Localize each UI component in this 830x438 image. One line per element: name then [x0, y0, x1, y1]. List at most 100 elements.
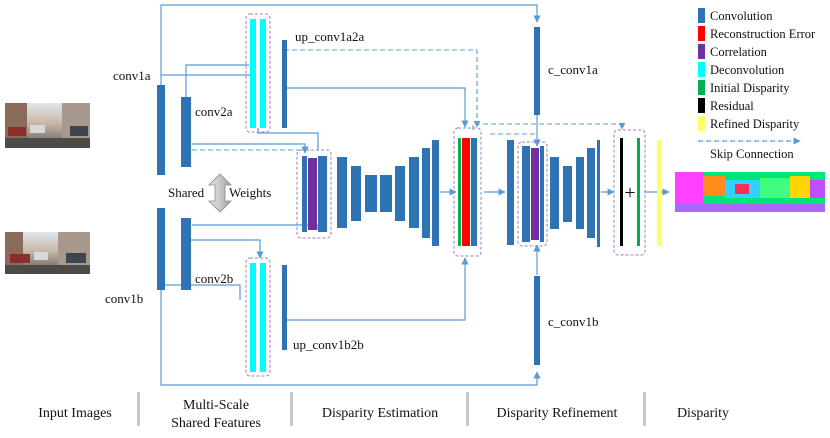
deconv-a-to-corr-line [257, 128, 319, 150]
c-conv1b-label: c_conv1b [548, 314, 599, 329]
legend-label: Correlation [710, 45, 768, 59]
stage-divider [137, 392, 140, 426]
connections [160, 4, 670, 386]
conv1a-to-deconv-a-line [161, 74, 254, 86]
legend-swatch-correlation [698, 44, 705, 59]
legend-swatch-refined-disparity [698, 116, 705, 131]
conv1b-to-cconv1b-line [160, 290, 541, 386]
legend-skip-connection-label: Skip Connection [710, 147, 794, 161]
stage-disparity-refinement: Disparity Refinement [497, 406, 618, 421]
conv2b-block [181, 218, 191, 290]
corr-block [308, 158, 317, 230]
stage-divider [466, 392, 469, 426]
refine-layer [597, 140, 600, 247]
legend-label: Refined Disparity [710, 117, 800, 131]
shared-weights-arrow [208, 173, 232, 213]
encdec-layer [380, 175, 392, 212]
stage-divider [290, 392, 293, 426]
deconv-a-bar-2 [260, 19, 266, 128]
conv2b-to-corr-b-line [192, 224, 319, 230]
output-disparity-map [675, 172, 825, 212]
up-conv1a2a-block [282, 40, 287, 128]
encdec-layer [432, 140, 439, 246]
refine-layer [576, 157, 584, 229]
encdec-layer [409, 157, 419, 228]
legend-label: Reconstruction Error [710, 27, 816, 41]
legend: Convolution Reconstruction Error Correla… [698, 8, 816, 161]
sum-box [613, 129, 646, 256]
legend-swatch-reconstruction [698, 26, 705, 41]
refine-encoder-decoder [550, 140, 600, 247]
legend-label: Deconvolution [710, 63, 785, 77]
legend-swatch-convolution [698, 8, 705, 23]
encoder-decoder [337, 140, 439, 246]
legend-swatch-residual [698, 98, 705, 113]
conv2a-block [181, 97, 191, 167]
conv1a-block [157, 85, 165, 175]
upconv-a-to-recon-line [284, 87, 469, 128]
conv1b-block [157, 208, 165, 290]
initial-disparity-bar [458, 138, 461, 246]
recon-conv-block [471, 138, 477, 246]
conv2a-label: conv2a [195, 104, 233, 119]
refine-input-conv [507, 140, 514, 245]
legend-label: Initial Disparity [710, 81, 790, 95]
deconv-b-bar-1 [250, 263, 256, 372]
deconv-a-bar-1 [250, 19, 256, 128]
shared-label: Shared [168, 185, 205, 200]
refined-disparity-bar [657, 140, 661, 246]
encdec-layer [337, 157, 347, 228]
refine-corr-conv-right [540, 146, 544, 242]
encdec-layer [351, 166, 361, 221]
up-conv1b2b-label: up_conv1b2b [293, 337, 364, 352]
conv2b-to-deconv-b-line [186, 239, 264, 259]
encdec-layer [365, 175, 377, 212]
skip-recon-to-sum [472, 123, 626, 130]
up-conv1b2b-block [282, 265, 287, 350]
refine-layer [550, 157, 559, 229]
c-conv1b-block [534, 276, 540, 365]
legend-swatch-deconvolution [698, 62, 705, 77]
initial-disparity-sum-bar [637, 138, 640, 246]
upconv-b-to-recon-line [284, 257, 469, 321]
up-conv1a2a-label: up_conv1a2a [295, 29, 365, 44]
conv1a-label: conv1a [113, 68, 151, 83]
stage-disparity: Disparity [677, 406, 729, 421]
stage-labels: Input Images Multi-Scale Shared Features… [38, 392, 729, 431]
corr-box [296, 149, 332, 239]
stage-divider [643, 392, 646, 426]
conv1b-label: conv1b [105, 291, 143, 306]
conv2a-to-deconv-a-line [185, 64, 249, 97]
recon-box [453, 127, 482, 257]
conv2a-to-corr-a-line [192, 143, 309, 154]
legend-label: Residual [710, 99, 754, 113]
skip-connections [192, 49, 626, 151]
refine-corr-conv-left [522, 146, 530, 242]
corr-conv-right [318, 156, 327, 232]
refine-corr-block [531, 148, 539, 240]
residual-bar [620, 138, 623, 246]
legend-label: Convolution [710, 9, 773, 23]
deconv-b-bar-2 [260, 263, 266, 372]
refine-layer [587, 148, 595, 238]
conv1a-to-cconv1a-line [160, 4, 541, 85]
input-image-left [5, 103, 90, 148]
deconv-b-box [245, 257, 271, 377]
conv1b-to-deconv-b-line [161, 284, 241, 300]
encdec-layer [422, 148, 430, 238]
weights-label: Weights [229, 185, 271, 200]
encdec-layer [395, 166, 405, 221]
reconstruction-error-block [462, 138, 470, 246]
legend-swatch-initial-disparity [698, 80, 705, 95]
input-image-right [5, 232, 90, 274]
refine-corr-box [517, 141, 548, 247]
stage-input-images: Input Images [38, 406, 111, 421]
conv2b-label: conv2b [195, 271, 233, 286]
stage-shared-features-line1: Multi-Scale [183, 398, 249, 413]
c-conv1a-block [534, 27, 540, 115]
refine-layer [563, 166, 572, 222]
deconv-a-box [245, 13, 271, 133]
stage-shared-features-line2: Shared Features [171, 416, 261, 431]
plus-sign: + [624, 182, 635, 204]
